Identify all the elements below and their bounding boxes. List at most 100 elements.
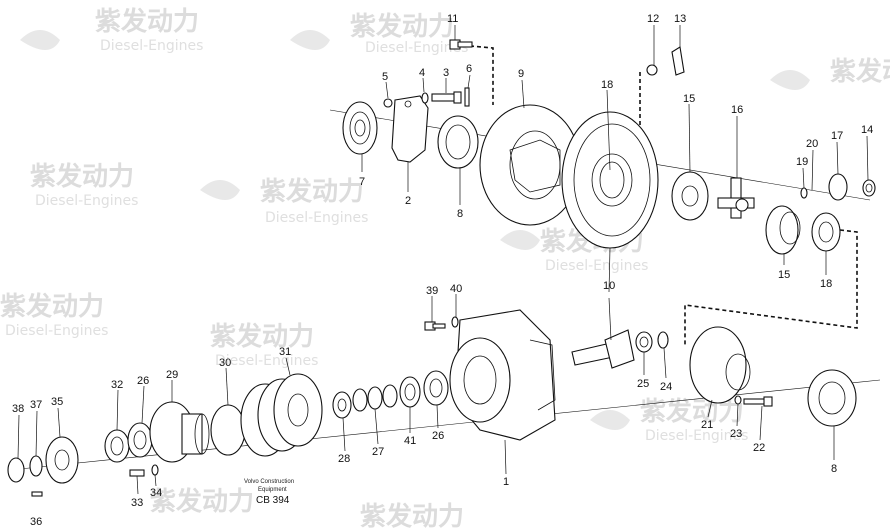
callout-22: 22: [753, 442, 765, 454]
callout-28: 28: [338, 453, 350, 465]
drawing-caption: Volvo Construction Equipment CB 394: [244, 479, 294, 506]
callout-32: 32: [111, 379, 123, 391]
watermark-sub: Diesel-Engines: [35, 193, 138, 209]
callout-35: 35: [51, 396, 63, 408]
callout-11: 11: [447, 13, 458, 25]
watermark-sub: Diesel-Engines: [5, 323, 108, 339]
part-18-thrust-washer: [811, 212, 841, 252]
callout-29: 29: [166, 369, 178, 381]
part-37-washer: [29, 455, 43, 477]
part-35-flange: [45, 436, 79, 484]
callout-13: 13: [674, 13, 686, 25]
part-10-pinion-shaft: [571, 329, 635, 369]
watermark-logo-icon: [20, 30, 810, 430]
part-33-bolt: [129, 469, 145, 477]
callout-15-upper: 15: [683, 93, 695, 105]
callout-18-lower: 18: [820, 278, 832, 290]
part-27-spacers: [352, 384, 398, 412]
callout-15-lower: 15: [778, 269, 790, 281]
watermark-sub: Diesel-Engines: [545, 258, 648, 274]
watermark-brand: 紫发动力: [830, 56, 890, 87]
part-18-ring-gear: [561, 111, 659, 249]
assembly-axes: [9, 109, 881, 471]
part-9-differential-case: [479, 104, 581, 226]
watermark-brand: 紫发动力: [150, 486, 254, 517]
callout-18-upper: 18: [601, 79, 613, 91]
watermark-layer: 紫发动力 Diesel-Engines 紫发动力 Diesel-Engines …: [0, 6, 890, 530]
watermark-brand: 紫发动力: [350, 11, 454, 42]
part-28-seal: [332, 391, 352, 419]
caption-line-1: Volvo Construction: [244, 479, 294, 485]
part-17-pinion: [828, 173, 848, 201]
callout-10: 10: [603, 280, 615, 292]
part-16-spider: [717, 177, 755, 219]
part-39-bolt: [424, 321, 446, 331]
part-4-washer: [421, 92, 429, 104]
leader-lines: [17, 25, 869, 495]
part-26-bearing: [127, 422, 153, 458]
part-19-washer: [800, 187, 808, 199]
watermark-sub: Diesel-Engines: [265, 210, 368, 226]
part-14-washer: [862, 179, 876, 197]
part-6-pin: [464, 87, 470, 107]
caption-code: CB 394: [256, 495, 290, 506]
caption-line-2: Equipment: [258, 487, 287, 493]
part-29-housing: [149, 401, 210, 463]
part-31-shim-pack: [240, 373, 323, 457]
callout-31: 31: [279, 346, 291, 358]
watermark-sub: Diesel-Engines: [645, 428, 748, 444]
part-36-pin: [31, 491, 43, 497]
callout-24: 24: [660, 381, 672, 393]
dashed-connector-bolt: [469, 45, 494, 105]
callout-23: 23: [730, 428, 742, 440]
callout-25: 25: [637, 378, 649, 390]
watermark-sub: Diesel-Engines: [215, 353, 318, 369]
callout-33: 33: [131, 497, 143, 509]
callout-6: 6: [466, 63, 472, 75]
callout-37: 37: [30, 399, 42, 411]
part-41-bearing: [399, 376, 421, 408]
part-1-carrier-housing: [449, 309, 556, 441]
callout-9: 9: [518, 68, 524, 80]
callout-8-upper: 8: [457, 208, 463, 220]
part-7-bearing: [342, 101, 378, 155]
callout-labels: 11 12 13 9 5 4 3 6 18 15 16 20 17 14 19 …: [12, 13, 873, 528]
part-13-lock: [671, 46, 685, 76]
callout-3: 3: [443, 67, 449, 79]
callout-20: 20: [806, 138, 818, 150]
watermark-brand: 紫发动力: [360, 501, 464, 530]
callout-41: 41: [404, 435, 416, 447]
callout-14: 14: [861, 124, 873, 136]
part-15-side-gear-b: [765, 205, 801, 255]
part-40-washer: [451, 316, 459, 328]
watermark-brand: 紫发动力: [0, 291, 104, 322]
callout-36: 36: [30, 516, 42, 528]
dashed-connector-gear: [684, 229, 858, 345]
callout-7: 7: [359, 176, 365, 188]
part-26-bearing-b: [423, 370, 449, 406]
part-22-bolt: [743, 396, 773, 407]
callout-26-right: 26: [432, 430, 444, 442]
part-23-washer: [734, 395, 742, 405]
callout-21: 21: [701, 419, 713, 431]
part-15-side-gear: [671, 171, 709, 221]
callout-12: 12: [647, 13, 659, 25]
watermark-sub: Diesel-Engines: [100, 38, 203, 54]
callout-8-lower: 8: [831, 463, 837, 475]
watermark-brand: 紫发动力: [30, 161, 134, 192]
part-8-seal-b: [807, 369, 857, 427]
callout-26-left: 26: [137, 375, 149, 387]
callout-30: 30: [219, 357, 231, 369]
callout-1: 1: [503, 476, 509, 488]
callout-19: 19: [796, 156, 808, 168]
part-34-washer: [151, 464, 159, 476]
callout-17: 17: [831, 130, 843, 142]
callout-27: 27: [372, 446, 384, 458]
part-30-o-ring: [210, 404, 246, 456]
callout-34: 34: [150, 487, 162, 499]
callout-4: 4: [419, 67, 425, 79]
part-21-differential-case: [689, 326, 751, 404]
part-12-nut: [646, 64, 658, 76]
